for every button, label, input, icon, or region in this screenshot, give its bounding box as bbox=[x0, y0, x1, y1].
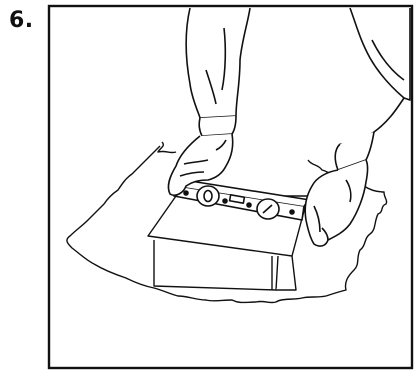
right-arm bbox=[305, 8, 410, 246]
left-arm bbox=[168, 8, 250, 195]
